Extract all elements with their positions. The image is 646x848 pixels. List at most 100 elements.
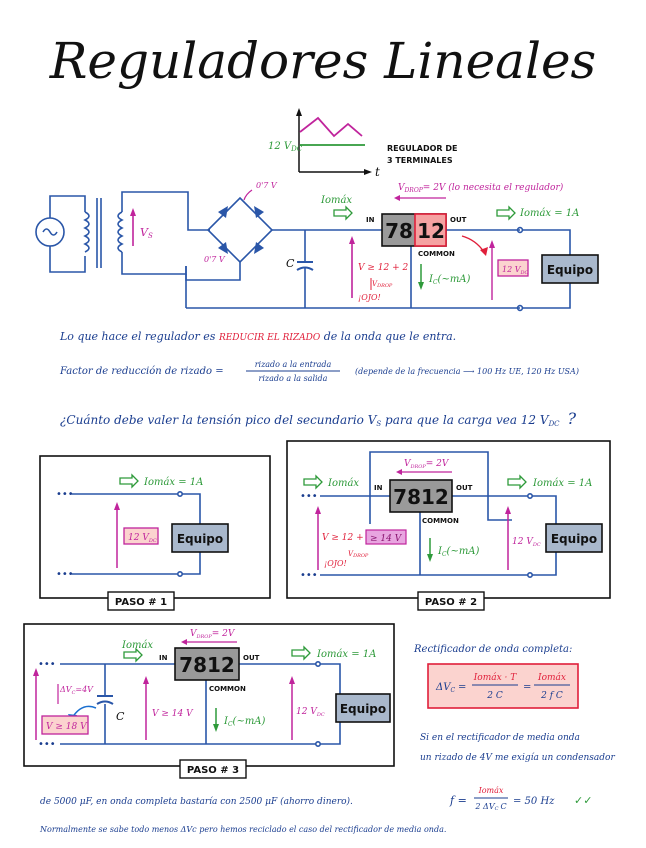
paso3-dots-bottom: ••• — [38, 739, 56, 750]
text-frequency-note: (depende de la frecuencia ⟶ 100 Hz UE, 1… — [355, 367, 579, 376]
highlight-arrow-head — [480, 247, 488, 256]
paso1-terminal-top — [177, 490, 184, 497]
paso2-ojo: ¡OJO! — [324, 559, 347, 568]
bottom-f-lhs: f = — [449, 794, 467, 807]
half-wave-note-2: un rizado de 4V me exigía un condensador — [420, 752, 615, 763]
paso2-dots-bottom: ••• — [300, 570, 318, 581]
equipo-label: Equipo — [547, 263, 593, 277]
highlight-arrow — [461, 235, 485, 253]
paso2-iomax-in-arrow — [303, 474, 323, 490]
paso2-tag-label: PASO # 2 — [425, 597, 477, 608]
paso3-cap-plate-bottom — [96, 700, 114, 705]
iomax-in-arrow — [333, 205, 353, 221]
paso2-vin-vdrop: VDROP — [348, 550, 369, 559]
formula-f1-num: Iomáx · T — [473, 672, 518, 683]
paso2-equipo-label: Equipo — [551, 532, 597, 546]
wire-sec-bottom — [121, 252, 187, 275]
page-title: Reguladores Lineales — [49, 32, 596, 90]
wire-to-load-bottom — [522, 283, 571, 309]
formula-f2-den: 2 f C — [540, 691, 563, 701]
wire-bridge-bottom — [185, 262, 241, 281]
paso2-iomax-out-label: Iomáx = 1A — [532, 478, 592, 489]
paso3-vin-arrow-head — [143, 676, 149, 684]
text-question: ¿Cuánto debe valer la tensión pico del s… — [60, 409, 577, 428]
diode-3-icon — [218, 242, 228, 254]
paso3-wire-load-bottom — [320, 722, 341, 745]
main-circuit — [35, 191, 571, 312]
regulator-common-label: COMMON — [418, 250, 455, 258]
paso1-v12-box — [123, 527, 159, 545]
paso3-ic: IC(~mA) — [223, 716, 266, 728]
paso3-dots-top: ••• — [38, 659, 56, 670]
diode-1-icon — [218, 206, 228, 218]
paso3-vin: V ≥ 14 V — [152, 709, 194, 719]
capacitor-label: C — [286, 257, 295, 270]
capacitor-plate-bottom — [296, 266, 314, 271]
paso2-in-label: IN — [374, 484, 383, 492]
regulator-note-line1: REGULADOR DE — [387, 144, 457, 153]
paso3-v12-arrow-head — [289, 676, 295, 684]
paso3-equipo-label: Equipo — [340, 702, 386, 716]
transformer-secondary-icon — [117, 211, 124, 253]
vs-indicator: VS — [130, 208, 153, 246]
paso2-regulator — [389, 479, 453, 513]
paso2-equipo-box — [545, 523, 603, 553]
paso2-dots-top: ••• — [300, 491, 318, 502]
ripple-graph: 12 VDC t — [268, 108, 380, 179]
paso3-tag — [179, 759, 247, 779]
paso2-iomax-in-label: Iomáx — [327, 478, 359, 489]
paso2-regulator-number: 7812 — [393, 485, 449, 509]
graph-y-arrow — [296, 108, 302, 116]
iomax-out-label: Iomáx = 1A — [519, 208, 579, 219]
paso2-common-label: COMMON — [422, 517, 459, 525]
regulator-in-label: IN — [366, 216, 375, 224]
paso3-ic-arrow-head — [213, 724, 219, 732]
paso2-out-label: OUT — [456, 484, 473, 492]
paso1-tag-label: PASO # 1 — [115, 597, 167, 608]
v07-arrow-a — [243, 189, 253, 201]
bottom-f-num: Iomáx — [478, 786, 504, 795]
vs-label: VS — [140, 226, 153, 240]
paso1-tag — [107, 591, 175, 611]
paso2-vdrop-bracket — [369, 451, 512, 524]
wire-sec-top — [121, 191, 210, 231]
paso3-vbox-label: V ≥ 18 V — [46, 722, 88, 732]
paso3-in-label: IN — [159, 654, 168, 662]
ojo-label: ¡OJO! — [358, 293, 381, 302]
graph-t-label: t — [375, 165, 380, 179]
bottom-f-result: = 50 Hz — [513, 796, 555, 807]
checkmark-icon: ✓✓ — [574, 794, 592, 807]
paso3-vbox — [41, 715, 89, 735]
vin-inequality: V ≥ 12 + 2 — [358, 263, 408, 273]
paso1-equipo-box — [171, 523, 229, 553]
ic-arrow-head — [418, 282, 424, 290]
paso2-terminal-top — [526, 492, 533, 499]
wire-to-load-top — [522, 229, 571, 255]
paso2-vdrop-head — [396, 469, 402, 475]
ic-label: IC(~mA) — [428, 274, 471, 286]
wire-ac-bottom — [49, 246, 86, 273]
paso3-vdrop-head — [181, 639, 187, 645]
formula-lhs: ΔVC= — [435, 682, 466, 694]
paso3-iomax-out-label: Iomáx = 1A — [316, 649, 376, 660]
ac-wave-glyph — [42, 228, 58, 236]
bottom-line-b: Normalmente se sabe todo menos ΔVc pero … — [39, 825, 446, 834]
paso2-v12-arrow-head — [505, 506, 511, 514]
formula-eq2: = — [523, 682, 531, 693]
regulator-number-b: 12 — [417, 219, 445, 243]
paso2-vin-box — [365, 529, 407, 545]
transformer-primary-icon — [83, 211, 90, 253]
paso2-tag — [417, 591, 485, 611]
diode-4-icon — [254, 242, 264, 254]
fraction-numerator: rizado a la entrada — [255, 360, 332, 369]
paso3-equipo-box — [335, 693, 391, 723]
vdrop-arrow-head — [394, 195, 400, 201]
vin-arrow-head — [349, 236, 355, 244]
paso3-cap-label: C — [116, 710, 125, 723]
paso3-iomax-in-arrow — [123, 647, 143, 663]
graph-x-arrow — [364, 169, 372, 175]
formula-f2-num: Iomáx — [537, 672, 566, 683]
v12-box — [497, 259, 529, 277]
equipo-box — [541, 254, 599, 284]
